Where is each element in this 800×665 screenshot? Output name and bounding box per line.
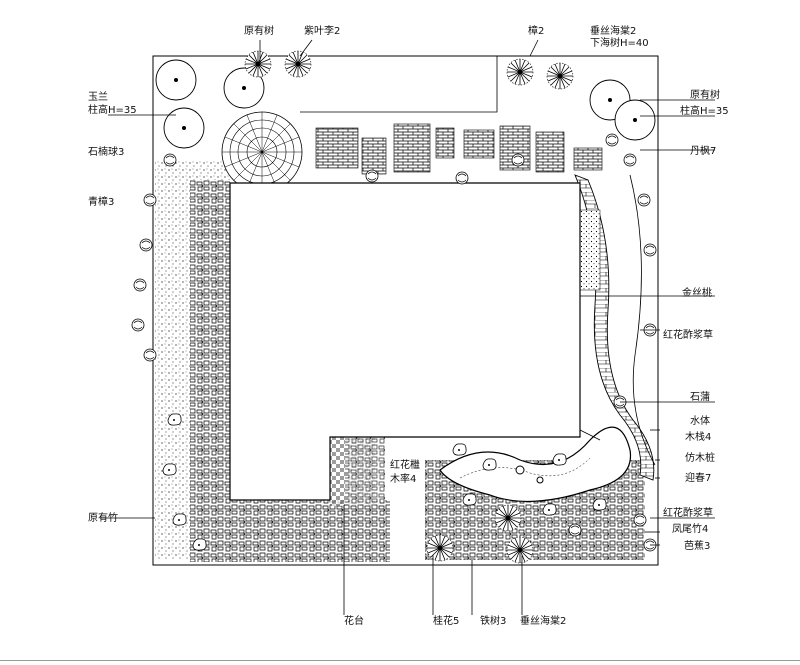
label-yuan-you-shu-top: 原有树 xyxy=(244,24,274,37)
label-zhu-gao-a: 柱高H=35 xyxy=(88,103,137,116)
label-yu-lan: 玉兰 xyxy=(88,90,108,103)
label-dan-feng: 丹枫7 xyxy=(690,144,716,157)
label-chui-si-bottom: 垂丝海棠2 xyxy=(520,614,566,627)
label-mu-zhan: 木栈4 xyxy=(685,430,711,443)
label-shui-ti: 水体 xyxy=(690,415,710,427)
label-yuan-you-shu-right: 原有树 xyxy=(690,88,720,101)
left-planting-band xyxy=(155,160,230,560)
label-ba-jiao: 芭蕉3 xyxy=(684,539,710,552)
label-zhang: 樟2 xyxy=(528,24,544,37)
label-chui-si-hai-tang: 垂丝海棠2 xyxy=(590,24,636,37)
top-brick-paving xyxy=(315,123,603,175)
label-zhu-gao-b: 柱高H=35 xyxy=(680,104,729,117)
label-yuan-you-zhu: 原有竹 xyxy=(88,511,118,524)
plan-labels: 原有树 紫叶李2 樟2 垂丝海棠2 下海树H=40 玉兰 柱高H=35 石楠球3… xyxy=(88,24,729,627)
pond xyxy=(439,426,632,503)
label-zi-ye-li: 紫叶李2 xyxy=(304,24,340,37)
label-mu-lv: 木率4 xyxy=(390,472,416,485)
label-feng-wei-zhu: 凤尾竹4 xyxy=(672,522,708,535)
leader-lines xyxy=(100,39,715,615)
label-qing-zhang: 青樟3 xyxy=(88,195,114,208)
circular-plaza xyxy=(221,111,303,193)
label-tie-shu: 铁树3 xyxy=(480,614,506,627)
label-hong-hua-a: 红花酢浆草 xyxy=(663,328,713,341)
bottom-rule xyxy=(0,660,800,661)
label-ying-chun: 迎春7 xyxy=(685,472,711,484)
label-shi-nan-qiu: 石楠球3 xyxy=(88,145,124,158)
building-footprint xyxy=(229,182,581,501)
label-jin-si-tao: 金丝桃 xyxy=(682,286,712,299)
label-hong-hua-b: 红花酢浆草 xyxy=(663,506,713,519)
label-hong-hua-ji: 红花檵 xyxy=(390,458,420,471)
label-shi-pu: 石蒲 xyxy=(690,390,710,403)
label-hua-tai: 花台 xyxy=(344,614,364,627)
label-gui-hua: 桂花5 xyxy=(433,614,459,627)
garden-boundary xyxy=(152,55,659,566)
label-xia-hai-shu: 下海树H=40 xyxy=(590,36,649,49)
label-fang-mu-zhuang: 仿木桩 xyxy=(685,451,715,464)
